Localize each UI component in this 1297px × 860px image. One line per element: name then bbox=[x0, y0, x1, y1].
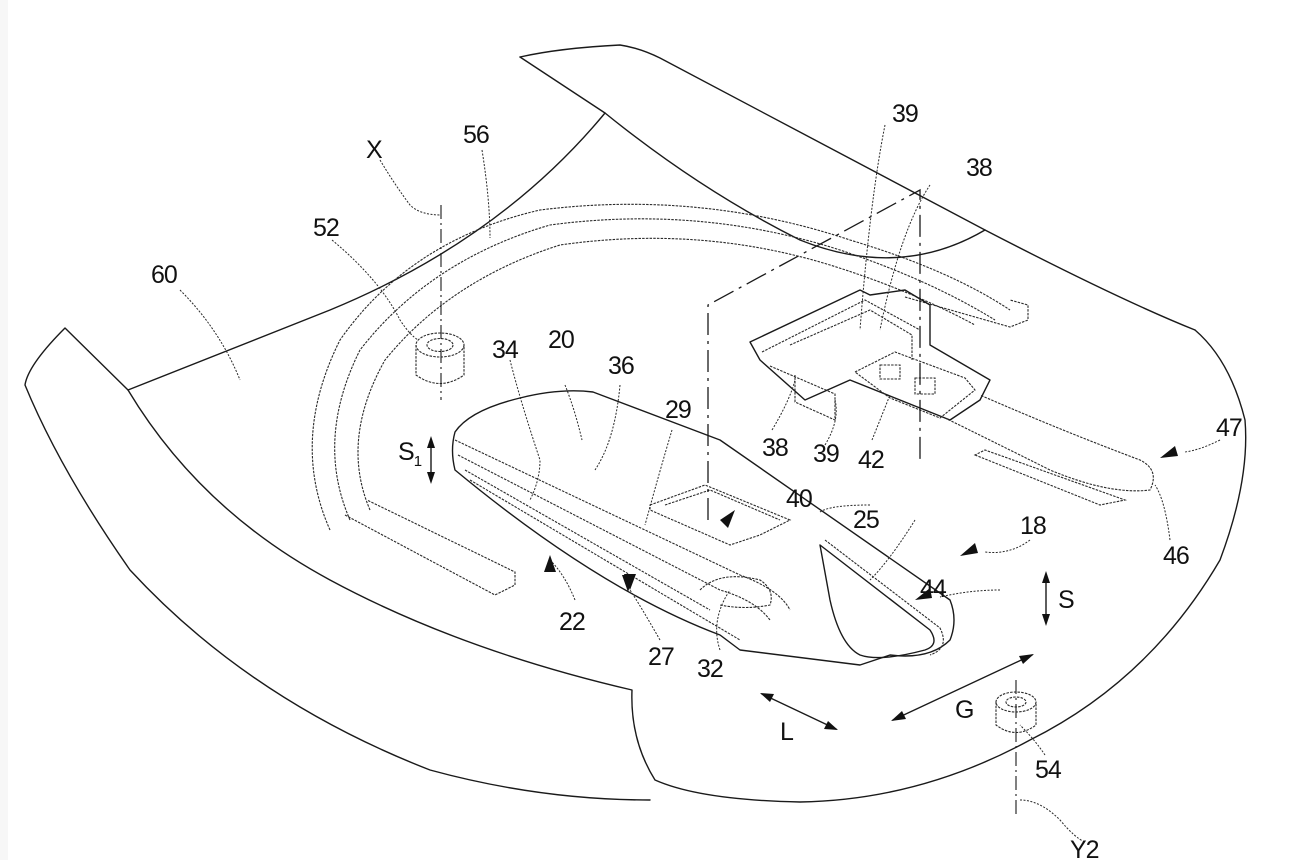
guide-ring bbox=[311, 203, 1029, 596]
direction-arrows bbox=[427, 436, 1050, 730]
label-25: 25 bbox=[853, 506, 879, 534]
label-54: 54 bbox=[1035, 756, 1062, 784]
label-47: 47 bbox=[1216, 414, 1242, 442]
arrowheads bbox=[544, 446, 1178, 600]
page-edge bbox=[0, 0, 8, 860]
label-39-bottom: 39 bbox=[813, 440, 839, 468]
label-20: 20 bbox=[548, 326, 574, 354]
label-52: 52 bbox=[313, 214, 339, 242]
module-assembly bbox=[749, 289, 1154, 506]
leader-lines bbox=[179, 124, 1221, 843]
labels: X 56 52 60 34 20 36 29 39 38 38 39 42 40… bbox=[151, 100, 1243, 860]
label-38-top: 38 bbox=[966, 154, 992, 182]
label-42: 42 bbox=[858, 446, 884, 474]
label-s1: S1 bbox=[398, 438, 422, 470]
label-s: S bbox=[1058, 586, 1074, 614]
label-l: L bbox=[780, 718, 794, 746]
label-44: 44 bbox=[920, 575, 947, 603]
label-18: 18 bbox=[1020, 512, 1046, 540]
label-34: 34 bbox=[492, 336, 519, 364]
label-56: 56 bbox=[463, 121, 489, 149]
label-g: G bbox=[955, 696, 973, 724]
label-39-top: 39 bbox=[892, 100, 918, 128]
label-38-bottom: 38 bbox=[762, 434, 788, 462]
projection-line bbox=[707, 188, 921, 520]
label-32: 32 bbox=[697, 655, 723, 683]
label-27: 27 bbox=[648, 643, 674, 671]
label-s1-main: S bbox=[398, 438, 414, 466]
label-s1-sub: 1 bbox=[414, 453, 422, 470]
label-40: 40 bbox=[786, 485, 812, 513]
housing-lid bbox=[24, 44, 1247, 803]
label-x: X bbox=[366, 136, 383, 164]
label-46: 46 bbox=[1163, 542, 1189, 570]
spacer-52 bbox=[415, 332, 465, 385]
label-36: 36 bbox=[608, 352, 634, 380]
label-y2: Y2 bbox=[1070, 836, 1099, 860]
tag-body bbox=[451, 390, 955, 666]
label-29: 29 bbox=[665, 396, 691, 424]
label-22: 22 bbox=[559, 608, 585, 636]
label-60: 60 bbox=[151, 261, 177, 289]
